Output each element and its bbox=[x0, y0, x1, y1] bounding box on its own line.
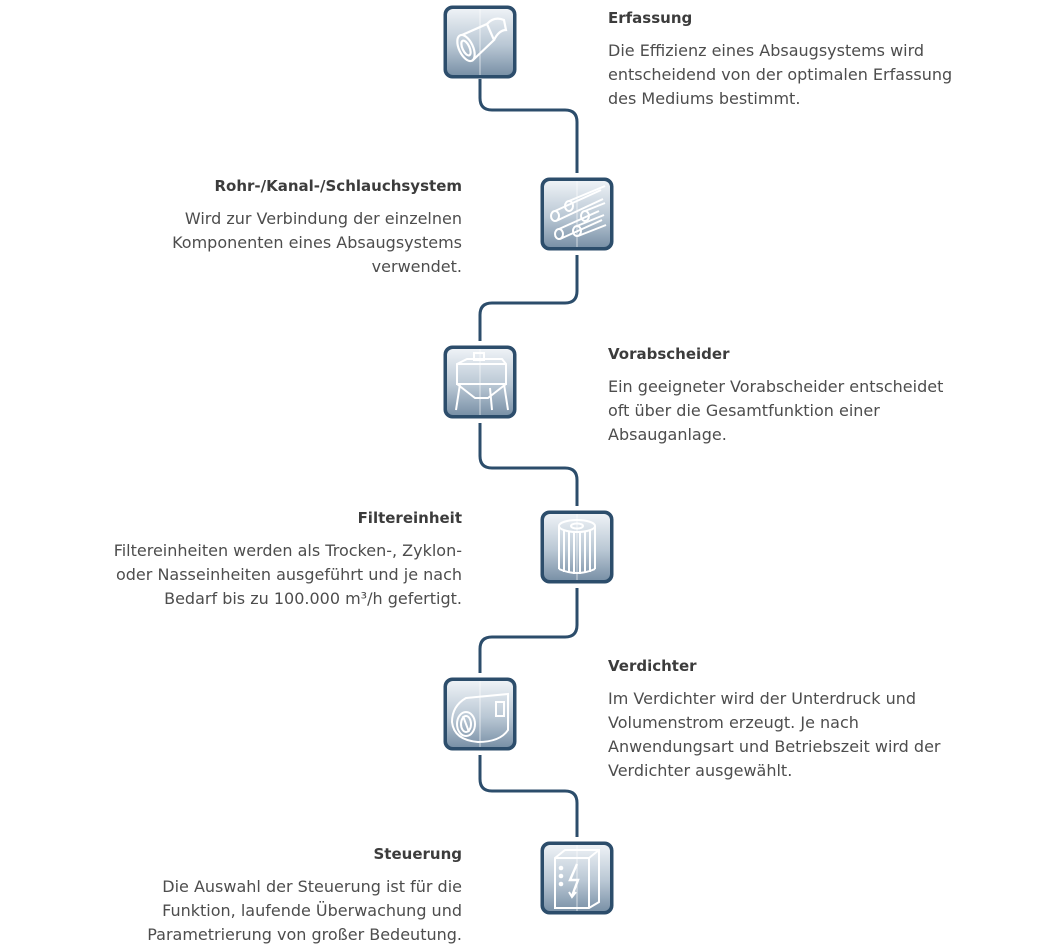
step-steuerung: Steuerung Die Auswahl der Steuerung ist … bbox=[40, 844, 462, 947]
step-description: Ein geeigneter Vorabscheider entscheidet… bbox=[608, 377, 944, 444]
step-title: Vorabscheider bbox=[608, 345, 730, 363]
step-title: Steuerung bbox=[373, 845, 463, 863]
extraction-hood-icon bbox=[442, 4, 518, 80]
pre-separator-icon bbox=[442, 344, 518, 420]
step-title: Erfassung bbox=[608, 9, 693, 27]
step-title: Filtereinheit bbox=[357, 509, 462, 527]
pipes-icon bbox=[539, 176, 615, 252]
step-description: Im Verdichter wird der Unterdruck und Vo… bbox=[608, 689, 941, 780]
step-description: Die Auswahl der Steuerung ist für die Fu… bbox=[147, 877, 462, 944]
step-title: Verdichter bbox=[608, 657, 697, 675]
step-erfassung: Erfassung Die Effizienz eines Absaugsyst… bbox=[608, 8, 1048, 111]
filter-cartridge-icon bbox=[539, 509, 615, 585]
step-verdichter: Verdichter Im Verdichter wird der Unterd… bbox=[608, 656, 1048, 783]
control-cabinet-icon bbox=[539, 840, 615, 916]
step-description: Wird zur Verbindung der einzelnen Kompon… bbox=[172, 209, 462, 276]
step-vorabscheider: Vorabscheider Ein geeigneter Vorabscheid… bbox=[608, 344, 1048, 447]
step-rohrsystem: Rohr-/Kanal-/Schlauchsystem Wird zur Ver… bbox=[40, 176, 462, 279]
step-filtereinheit: Filtereinheit Filtereinheiten werden als… bbox=[0, 508, 462, 611]
blower-icon bbox=[442, 676, 518, 752]
step-title: Rohr-/Kanal-/Schlauchsystem bbox=[214, 177, 462, 195]
step-description: Filtereinheiten werden als Trocken-, Zyk… bbox=[113, 541, 462, 608]
step-description: Die Effizienz eines Absaugsystems wird e… bbox=[608, 41, 953, 108]
